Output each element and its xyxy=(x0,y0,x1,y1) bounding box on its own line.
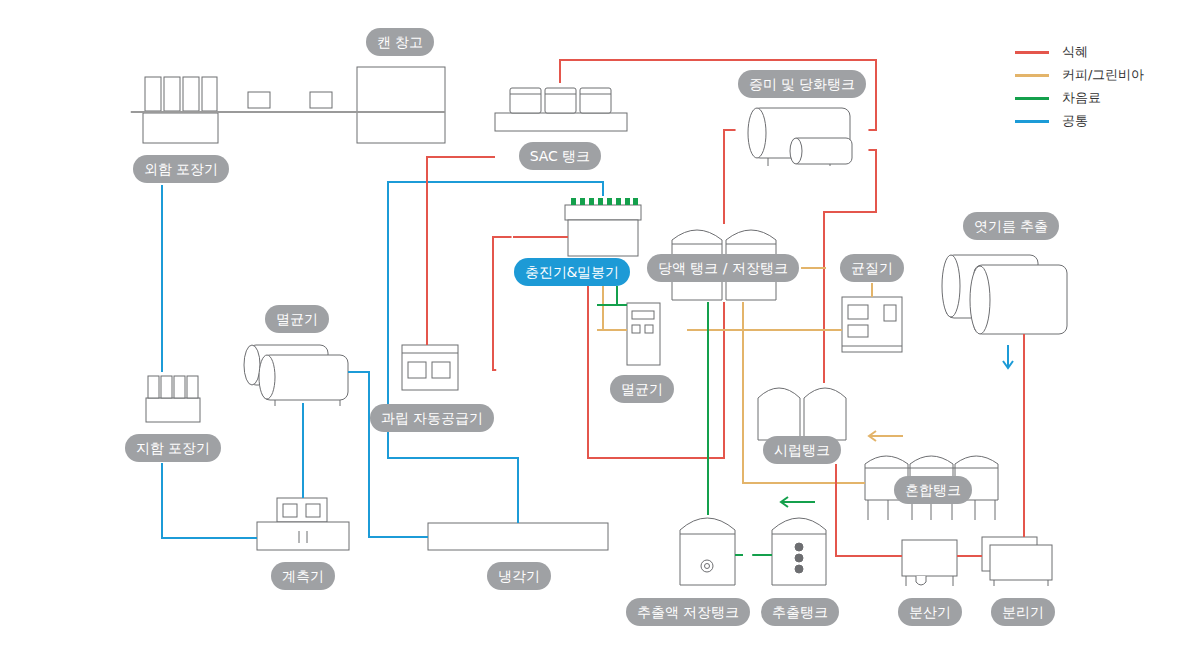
equipment-label: 시럽탱크 xyxy=(763,436,841,464)
equipment-label: 분리기 xyxy=(991,598,1055,626)
pipe-line xyxy=(801,267,826,269)
pipe-line xyxy=(743,302,865,483)
pipe-line xyxy=(597,286,603,330)
pipe-line xyxy=(162,463,257,538)
legend-swatch xyxy=(1015,97,1049,100)
pipe-line xyxy=(161,185,163,372)
equipment-node: 외함 포장기 xyxy=(131,75,231,185)
equipment-node: 추출액 저장탱크 xyxy=(624,515,752,627)
legend-label: 공통 xyxy=(1062,113,1088,129)
equipment-node: 분리기 xyxy=(978,537,1068,627)
pipe-line xyxy=(724,130,736,224)
legend-swatch xyxy=(1015,120,1049,123)
equipment-label: 멸균기 xyxy=(610,375,674,403)
equipment-label: 계측기 xyxy=(271,562,335,590)
pipe-line xyxy=(388,182,603,523)
pipe-line xyxy=(560,60,876,130)
equipment-node: 계측기 xyxy=(257,498,349,591)
legend-label: 커피/그린비아 xyxy=(1062,67,1144,83)
pipe-line xyxy=(131,111,445,113)
equipment-node: 캔 창고 xyxy=(355,28,445,144)
equipment-label: 혼합탱크 xyxy=(894,476,972,504)
equipment-node: 증미 및 당화탱크 xyxy=(736,70,869,167)
equipment-node: 멸균기 xyxy=(597,303,687,404)
equipment-label: 충진기&밀봉기 xyxy=(514,258,631,286)
equipment-node: 시럽탱크 xyxy=(758,383,848,464)
pipe-line xyxy=(597,286,617,305)
equipment-label: 균질기 xyxy=(840,254,904,282)
pipe-line xyxy=(974,555,978,557)
equipment-label: 멸균기 xyxy=(265,305,329,333)
equipment-node: 혼합탱크 xyxy=(865,450,998,522)
pipe-line xyxy=(752,554,756,556)
equipment-label: 냉각기 xyxy=(487,562,551,590)
equipment-label: 엿기름 추출 xyxy=(963,212,1059,240)
equipment-node: 과립 자동공급기 xyxy=(368,345,496,433)
legend-swatch xyxy=(1015,74,1049,77)
equipment-node: 멸균기 xyxy=(240,305,348,403)
equipment-label: SAC 탱크 xyxy=(519,142,602,170)
equipment-label: 분산기 xyxy=(898,598,962,626)
pipe-line xyxy=(1023,334,1025,537)
equipment-label: 당액 탱크 / 저장탱크 xyxy=(647,254,799,282)
legend-label: 차음료 xyxy=(1062,90,1101,106)
pipe-line xyxy=(427,157,495,345)
equipment-node: 충진기&밀봉기 xyxy=(512,196,642,286)
equipment-label: 증미 및 당화탱크 xyxy=(738,70,867,98)
equipment-node: 엿기름 추출 xyxy=(938,212,1068,334)
pipe-line xyxy=(836,464,886,556)
equipment-node: SAC 탱크 xyxy=(495,83,627,171)
equipment-node: 지함 포장기 xyxy=(123,372,223,463)
legend-label: 식혜 xyxy=(1062,44,1088,60)
equipment-node: 분산기 xyxy=(886,540,974,627)
pipe-line xyxy=(588,286,724,458)
equipment-node: 냉각기 xyxy=(428,523,608,591)
equipment-label: 추출탱크 xyxy=(761,598,839,626)
equipment-label: 외함 포장기 xyxy=(133,155,229,183)
pipe-line xyxy=(707,302,709,515)
equipment-label: 캔 창고 xyxy=(366,28,434,56)
legend-swatch xyxy=(1015,51,1049,54)
pipe-line xyxy=(493,237,512,370)
equipment-label: 추출액 저장탱크 xyxy=(626,598,750,626)
equipment-label: 과립 자동공급기 xyxy=(370,404,494,432)
equipment-node: 추출탱크 xyxy=(756,515,845,627)
equipment-node: 균질기 xyxy=(826,254,915,354)
equipment-label: 지함 포장기 xyxy=(125,434,221,462)
pipe-line xyxy=(302,403,304,498)
equipment-node: 당액 탱크 / 저장탱크 xyxy=(645,224,801,302)
